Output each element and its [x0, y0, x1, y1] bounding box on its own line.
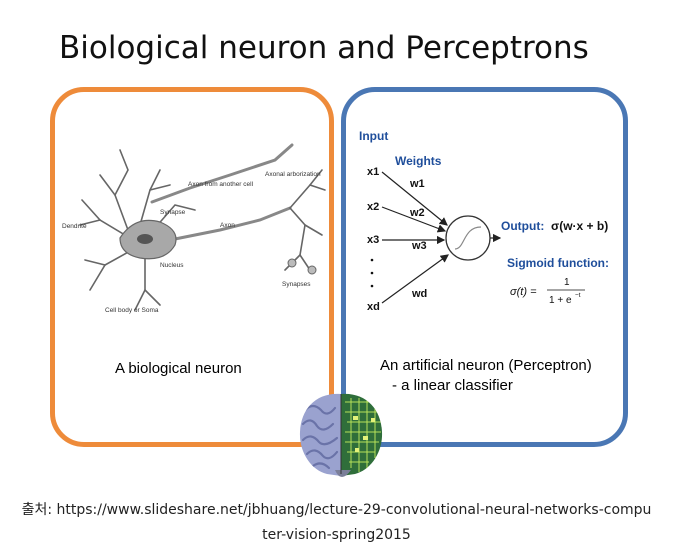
neuron-node: [445, 215, 491, 261]
weight-w2: w2: [409, 207, 425, 219]
weight-w3: w3: [411, 240, 427, 252]
biological-neuron-diagram: Dendrite Synapse Axon from another cell …: [62, 143, 326, 314]
biological-neuron-panel: [50, 87, 334, 447]
perceptron-caption-line1: An artificial neuron (Perceptron): [380, 357, 592, 374]
ellipsis-dots: [370, 258, 374, 288]
perceptron-diagram: Input Weights x1 x2 x3 xd w1 w2 w3 wd Ou…: [359, 129, 609, 313]
label-axon-from-another-cell: Axon from another cell: [188, 181, 254, 188]
label-nucleus: Nucleus: [160, 262, 184, 269]
label-dendrite: Dendrite: [62, 223, 87, 230]
sigmoid-label: Sigmoid function:: [507, 256, 609, 270]
source-line-2: ter-vision-spring2015: [262, 527, 411, 543]
slide-title: Biological neuron and Perceptrons: [59, 30, 589, 66]
label-synapses: Synapses: [282, 281, 311, 288]
input-label: Input: [359, 129, 388, 143]
biological-neuron-caption: A biological neuron: [115, 360, 242, 377]
weights-label: Weights: [395, 154, 442, 168]
sigmoid-curve-icon: [454, 226, 482, 250]
perceptron-panel: [341, 87, 628, 447]
perceptron-caption-line2: - a linear classifier: [392, 377, 513, 394]
input-x2: x2: [367, 201, 379, 213]
sigmoid-lhs: σ(t) =: [510, 286, 537, 298]
output-label: Output:: [501, 219, 544, 233]
sigmoid-exponent: −t: [575, 292, 581, 299]
label-synapse: Synapse: [160, 209, 186, 216]
source-line-1: 출처: https://www.slideshare.net/jbhuang/l…: [21, 502, 652, 518]
weight-w1: w1: [409, 178, 425, 190]
input-x1: x1: [367, 166, 379, 178]
brain-circuit-image: [299, 393, 383, 477]
label-axonal-arborization: Axonal arborization: [265, 171, 321, 178]
sigmoid-denominator: 1 + e: [549, 295, 572, 306]
nucleus-shape: [137, 234, 153, 244]
label-cell-body: Cell body or Soma: [105, 307, 159, 314]
sigmoid-numerator: 1: [564, 277, 570, 288]
input-xd: xd: [367, 301, 380, 313]
label-axon: Axon: [220, 222, 235, 229]
weight-wd: wd: [411, 288, 427, 300]
output-formula: σ(w·x + b): [551, 219, 608, 233]
input-x3: x3: [367, 234, 379, 246]
